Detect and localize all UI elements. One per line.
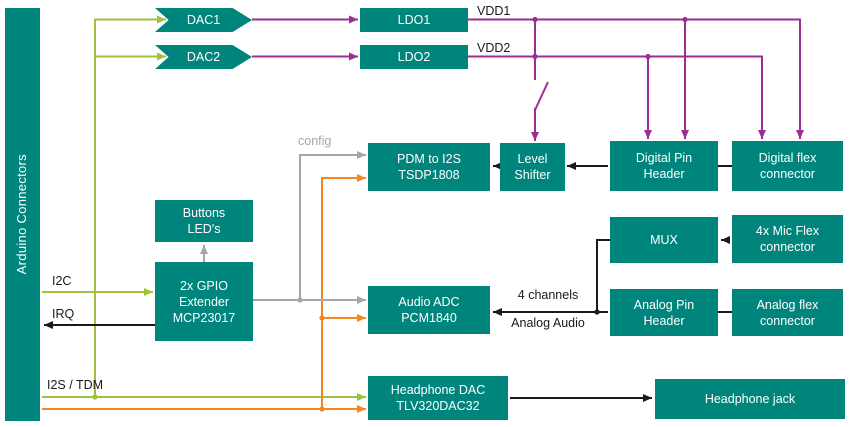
block-headphone-dac: Headphone DAC TLV320DAC32	[368, 376, 508, 420]
digital-pin-header-line2: Header	[643, 167, 685, 181]
dac1-label: DAC1	[186, 13, 221, 27]
mux-label: MUX	[650, 233, 678, 247]
junction-orange-2	[319, 315, 325, 321]
junction-orange-1	[319, 406, 325, 412]
line-vdd2	[468, 55, 766, 139]
hp-dac-line2: TLV320DAC32	[396, 399, 480, 413]
junction-purple-1	[532, 16, 538, 23]
switch-blade	[534, 81, 549, 111]
label-analog-audio: Analog Audio	[511, 316, 585, 330]
adc-line1: Audio ADC	[398, 295, 460, 309]
gpio-line3: MCP23017	[172, 310, 236, 325]
pdm-line2: TSDP1808	[398, 168, 460, 182]
analog-pin-header-line1: Analog Pin	[633, 297, 695, 312]
block-analog-flex-connector: Analog flex connector	[732, 289, 843, 336]
junction-green	[92, 394, 98, 400]
ldo1-label: LDO1	[397, 13, 431, 27]
label-i2s-tdm: I2S / TDM	[47, 378, 104, 392]
digital-flex-line2: connector	[760, 167, 815, 181]
block-digital-flex-connector: Digital flex connector	[732, 141, 843, 191]
digital-flex-line1: Digital flex	[758, 151, 817, 165]
label-irq: IRQ	[52, 307, 75, 321]
line-vdd1	[468, 18, 804, 139]
level-shifter-line1: Level	[517, 152, 548, 166]
block-analog-pin-header: Analog Pin Header	[610, 289, 718, 336]
label-4-channels: 4 channels	[517, 288, 579, 302]
digital-pin-header-line1: Digital Pin	[635, 151, 693, 165]
block-dac1: DAC1	[155, 8, 252, 32]
block-ldo2: LDO2	[360, 45, 468, 69]
junction-purple-2	[532, 53, 538, 60]
hp-jack-label: Headphone jack	[704, 392, 796, 406]
buttons-line1: Buttons	[182, 206, 226, 220]
block-gpio-extender: 2x GPIO Extender MCP23017	[155, 262, 253, 341]
block-pdm-to-i2s: PDM to I2S TSDP1808	[368, 143, 490, 191]
level-shifter-line2: Shifter	[514, 168, 551, 182]
block-level-shifter: Level Shifter	[500, 143, 565, 191]
label-vdd2: VDD2	[477, 41, 511, 55]
block-dac2: DAC2	[155, 45, 252, 69]
ldo2-label: LDO2	[397, 50, 431, 64]
label-vdd1: VDD1	[477, 4, 511, 18]
line-orange-to-pdm	[321, 174, 366, 409]
junction-purple-3	[645, 53, 651, 60]
gpio-line1: 2x GPIO	[180, 278, 228, 293]
buttons-line2: LED's	[187, 222, 221, 236]
block-mux: MUX	[610, 217, 718, 263]
analog-flex-line1: Analog flex	[756, 297, 819, 312]
block-mic-flex-connector: 4x Mic Flex connector	[732, 215, 843, 263]
label-config: config	[298, 134, 332, 148]
block-audio-adc: Audio ADC PCM1840	[368, 286, 490, 334]
analog-pin-header-line2: Header	[643, 313, 685, 328]
adc-line2: PCM1840	[401, 311, 457, 325]
analog-flex-line2: connector	[760, 313, 815, 328]
block-digital-pin-header: Digital Pin Header	[610, 141, 718, 191]
block-headphone-jack: Headphone jack	[655, 379, 845, 419]
junction-purple-4	[682, 16, 688, 23]
block-ldo1: LDO1	[360, 8, 468, 32]
label-i2c: I2C	[52, 274, 72, 288]
pdm-line1: PDM to I2S	[397, 152, 461, 166]
mic-flex-line2: connector	[760, 240, 815, 254]
mic-flex-line1: 4x Mic Flex	[755, 224, 820, 238]
gpio-line2: Extender	[178, 294, 230, 309]
hp-dac-line1: Headphone DAC	[390, 383, 486, 397]
junction-black	[594, 309, 600, 315]
dac2-label: DAC2	[186, 50, 221, 64]
junction-gray	[297, 297, 303, 303]
arduino-connectors-label: Arduino Connectors	[14, 154, 30, 275]
block-arduino-connectors: Arduino Connectors	[5, 8, 40, 421]
block-buttons-leds: Buttons LED's	[155, 200, 253, 242]
line-config-to-pdm	[253, 151, 366, 301]
